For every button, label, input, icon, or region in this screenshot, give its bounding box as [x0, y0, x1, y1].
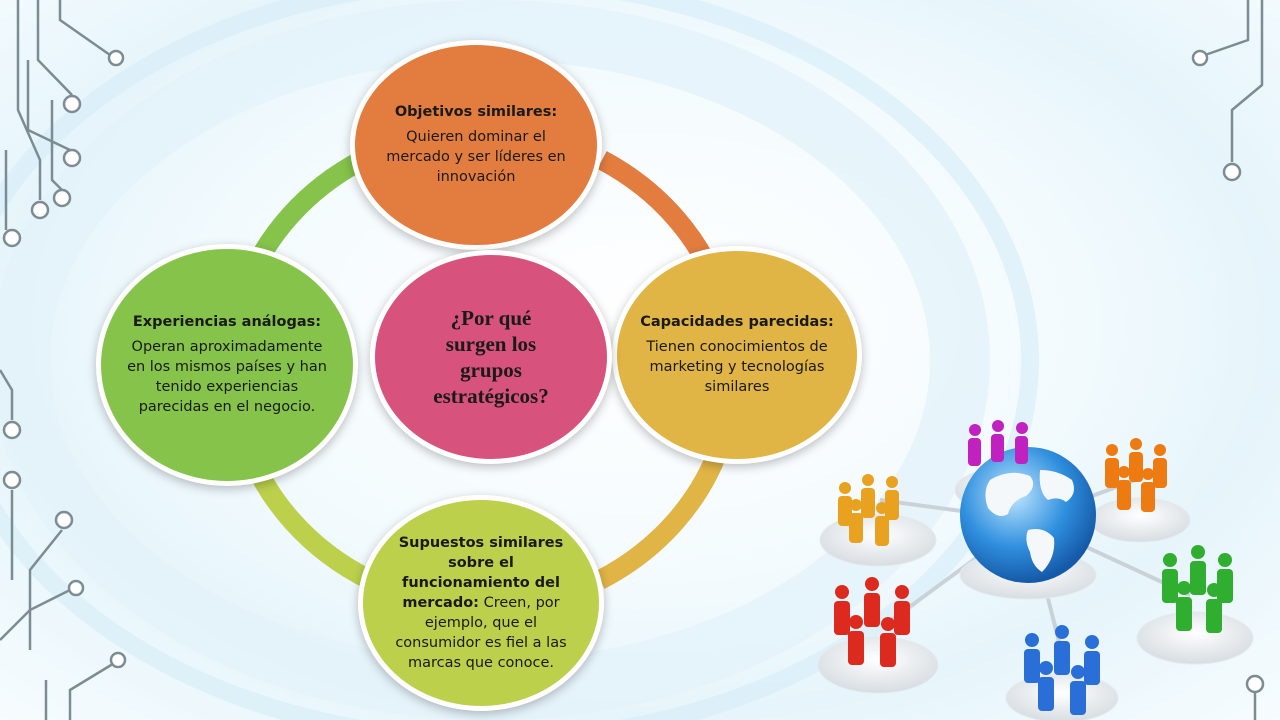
- circuit-lines-right: [1191, 0, 1265, 720]
- node-title: Supuestos similares sobre el funcionamie…: [398, 535, 564, 611]
- node-center-question: ¿Por qué surgen los grupos estratégicos?: [370, 250, 612, 464]
- people-group-green: [1162, 545, 1233, 633]
- node-body: Tienen conocimientos de marketing y tecn…: [646, 339, 828, 395]
- node-experiencias-analogas: Experiencias análogas: Operan aproximada…: [96, 244, 358, 486]
- node-title: Capacidades parecidas:: [640, 314, 834, 330]
- node-capacidades-parecidas: Capacidades parecidas: Tienen conocimien…: [612, 246, 862, 464]
- people-group-red: [834, 577, 910, 667]
- node-title: Experiencias análogas:: [132, 314, 322, 330]
- people-group-orange-yellow: [838, 474, 899, 546]
- global-network-people-icon: [817, 420, 1254, 720]
- circuit-lines-left: [0, 0, 127, 720]
- center-question-text: ¿Por qué surgen los grupos estratégicos?: [433, 306, 549, 408]
- node-body: Operan aproximadamente en los mismos paí…: [127, 339, 327, 415]
- node-body-combined: Supuestos similares sobre el funcionamie…: [385, 533, 577, 673]
- node-objetivos-similares: Objetivos similares: Quieren dominar el …: [350, 40, 602, 250]
- people-group-orange: [1105, 438, 1167, 512]
- people-group-purple: [968, 420, 1028, 466]
- node-body: Creen, por ejemplo, que el consumidor es…: [395, 595, 567, 671]
- people-group-blue: [1024, 625, 1100, 715]
- node-title: Objetivos similares:: [394, 104, 558, 120]
- node-body: Quieren dominar el mercado y ser líderes…: [386, 129, 566, 185]
- node-supuestos-similares: Supuestos similares sobre el funcionamie…: [358, 495, 604, 711]
